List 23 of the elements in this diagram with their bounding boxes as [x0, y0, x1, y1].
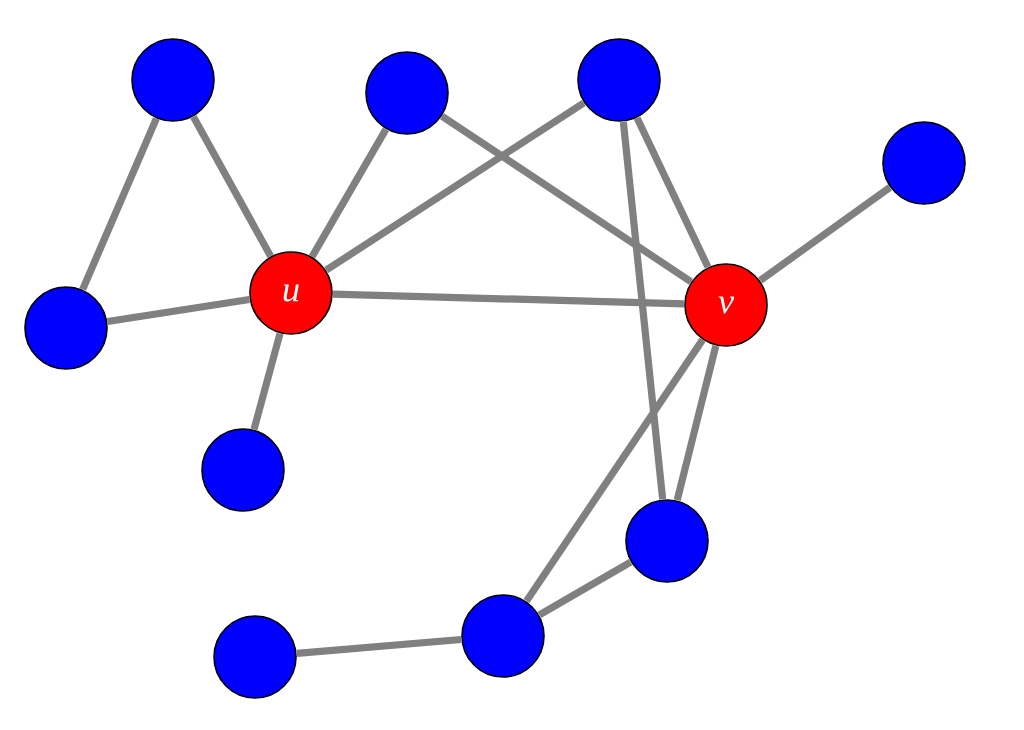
- edge-line: [332, 290, 685, 308]
- node-circle: [213, 615, 297, 699]
- node-circle: [24, 286, 108, 370]
- edge-line: [537, 558, 633, 618]
- edge-line: [309, 127, 389, 259]
- edge-line: [296, 635, 462, 657]
- edge-line: [250, 332, 284, 431]
- edge-line: [619, 121, 667, 500]
- node-circle: [577, 38, 661, 122]
- node-circle: [461, 594, 545, 678]
- node-circle: [882, 121, 966, 205]
- edge-line: [190, 115, 274, 258]
- edge-line: [758, 184, 892, 284]
- node-circle: [131, 38, 215, 122]
- edge-line: [79, 117, 160, 291]
- edge-line: [324, 99, 586, 274]
- edge-line: [523, 337, 706, 604]
- edge-line: [673, 344, 720, 502]
- node-circle: [625, 499, 709, 583]
- node-circle: [201, 428, 285, 512]
- edge-line: [440, 113, 693, 285]
- edge-line: [633, 116, 712, 269]
- node-circle: [365, 51, 449, 135]
